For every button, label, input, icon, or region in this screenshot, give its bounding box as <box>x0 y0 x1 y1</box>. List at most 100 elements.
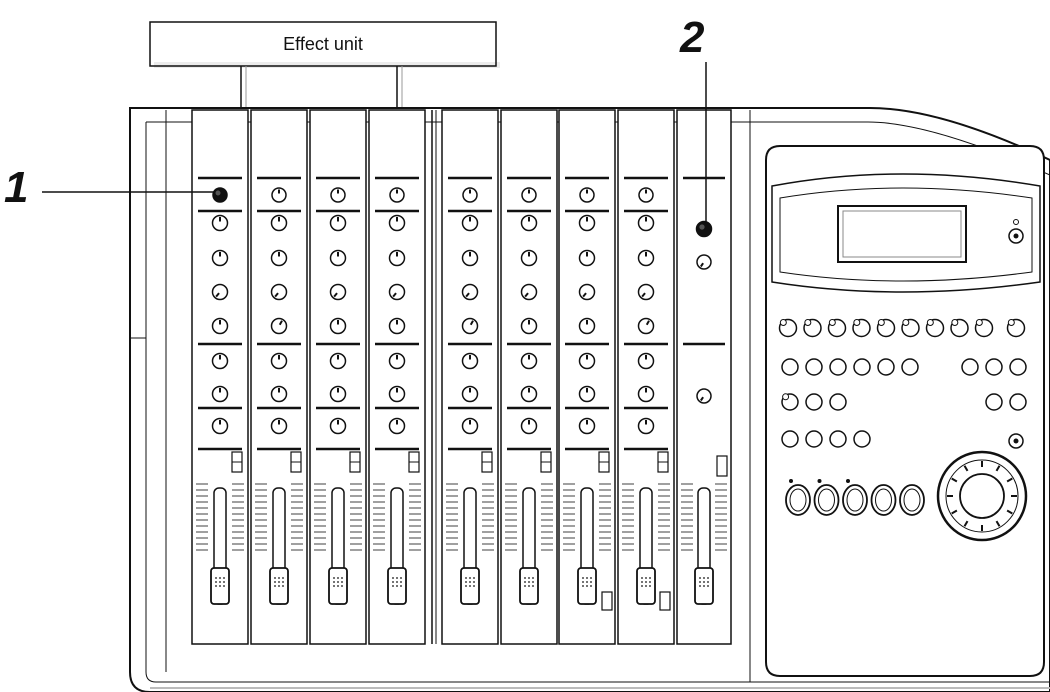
monitor-level-knob[interactable] <box>696 388 712 404</box>
channel-knob[interactable] <box>520 317 538 335</box>
locate-button[interactable] <box>781 393 799 411</box>
track-select-button[interactable] <box>974 318 994 338</box>
channel-knob[interactable] <box>637 249 655 267</box>
track-select-button[interactable] <box>876 318 896 338</box>
channel-knob[interactable] <box>461 417 479 435</box>
channel-knob[interactable] <box>578 417 596 435</box>
fader-cap[interactable] <box>328 567 348 605</box>
effect-send-knob[interactable] <box>212 187 228 203</box>
track-select-button[interactable] <box>827 318 847 338</box>
channel-knob[interactable] <box>270 417 288 435</box>
channel-knob[interactable] <box>520 283 538 301</box>
function-button[interactable] <box>985 358 1003 376</box>
channel-knob[interactable] <box>270 214 288 232</box>
channel-knob[interactable] <box>388 317 406 335</box>
channel-knob[interactable] <box>520 417 538 435</box>
channel-knob[interactable] <box>578 385 596 403</box>
trim-knob[interactable] <box>462 187 478 203</box>
channel-knob[interactable] <box>578 249 596 267</box>
channel-knob[interactable] <box>461 214 479 232</box>
channel-knob[interactable] <box>637 352 655 370</box>
channel-knob[interactable] <box>578 352 596 370</box>
function-button[interactable] <box>1009 358 1027 376</box>
channel-knob[interactable] <box>388 214 406 232</box>
channel-knob[interactable] <box>270 249 288 267</box>
fader-cap[interactable] <box>577 567 597 605</box>
channel-knob[interactable] <box>388 352 406 370</box>
channel-knob[interactable] <box>637 417 655 435</box>
channel-knob[interactable] <box>388 249 406 267</box>
channel-knob[interactable] <box>329 283 347 301</box>
function-button[interactable] <box>805 358 823 376</box>
channel-knob[interactable] <box>211 249 229 267</box>
transport-button[interactable] <box>842 479 868 516</box>
channel-knob[interactable] <box>461 385 479 403</box>
channel-knob[interactable] <box>637 317 655 335</box>
mark-button[interactable] <box>805 430 823 448</box>
transport-button[interactable] <box>785 479 811 516</box>
channel-knob[interactable] <box>329 385 347 403</box>
channel-knob[interactable] <box>211 214 229 232</box>
track-select-button[interactable] <box>950 318 969 338</box>
fader-cap[interactable] <box>269 567 289 605</box>
stereo-fader-cap[interactable] <box>694 567 714 605</box>
trim-knob[interactable] <box>330 187 346 203</box>
channel-knob[interactable] <box>388 417 406 435</box>
channel-knob[interactable] <box>520 352 538 370</box>
locate-button[interactable] <box>805 393 823 411</box>
effect-return-knob[interactable] <box>695 220 713 238</box>
function-button[interactable] <box>781 358 799 376</box>
channel-knob[interactable] <box>578 214 596 232</box>
fader-cap[interactable] <box>210 567 230 605</box>
channel-knob[interactable] <box>637 214 655 232</box>
mark-button[interactable] <box>829 430 847 448</box>
channel-knob[interactable] <box>211 283 229 301</box>
trim-knob[interactable] <box>389 187 405 203</box>
channel-knob[interactable] <box>329 214 347 232</box>
track-select-button[interactable] <box>803 318 822 338</box>
stereo-switch[interactable] <box>716 455 728 477</box>
channel-knob[interactable] <box>329 352 347 370</box>
track-select-button[interactable] <box>901 318 920 338</box>
channel-knob[interactable] <box>637 385 655 403</box>
function-button[interactable] <box>961 358 979 376</box>
channel-knob[interactable] <box>211 352 229 370</box>
edit-button[interactable] <box>1009 393 1027 411</box>
return-level-knob[interactable] <box>696 254 712 270</box>
channel-knob[interactable] <box>461 283 479 301</box>
track-select-button[interactable] <box>778 318 798 338</box>
small-switch[interactable] <box>659 591 671 611</box>
edit-button[interactable] <box>985 393 1003 411</box>
trim-knob[interactable] <box>521 187 537 203</box>
transport-button[interactable] <box>899 484 925 516</box>
trim-knob[interactable] <box>271 187 287 203</box>
channel-knob[interactable] <box>578 283 596 301</box>
function-button[interactable] <box>901 358 919 376</box>
jog-wheel[interactable] <box>936 450 1028 542</box>
channel-knob[interactable] <box>329 317 347 335</box>
channel-knob[interactable] <box>520 385 538 403</box>
shuttle-button[interactable] <box>1008 433 1024 449</box>
track-select-button[interactable] <box>925 318 945 338</box>
function-button[interactable] <box>853 358 871 376</box>
channel-knob[interactable] <box>329 417 347 435</box>
small-switch[interactable] <box>601 591 613 611</box>
channel-knob[interactable] <box>270 283 288 301</box>
fader-cap[interactable] <box>519 567 539 605</box>
fader-cap[interactable] <box>387 567 407 605</box>
fader-cap[interactable] <box>460 567 480 605</box>
channel-knob[interactable] <box>520 214 538 232</box>
channel-knob[interactable] <box>211 317 229 335</box>
channel-knob[interactable] <box>388 385 406 403</box>
channel-knob[interactable] <box>461 249 479 267</box>
channel-knob[interactable] <box>211 385 229 403</box>
channel-knob[interactable] <box>461 352 479 370</box>
fader-cap[interactable] <box>636 567 656 605</box>
track-select-button[interactable] <box>852 318 871 338</box>
mark-button[interactable] <box>853 430 871 448</box>
function-button[interactable] <box>877 358 895 376</box>
channel-knob[interactable] <box>578 317 596 335</box>
record-ready-button[interactable] <box>1006 318 1026 338</box>
channel-knob[interactable] <box>270 385 288 403</box>
channel-knob[interactable] <box>388 283 406 301</box>
